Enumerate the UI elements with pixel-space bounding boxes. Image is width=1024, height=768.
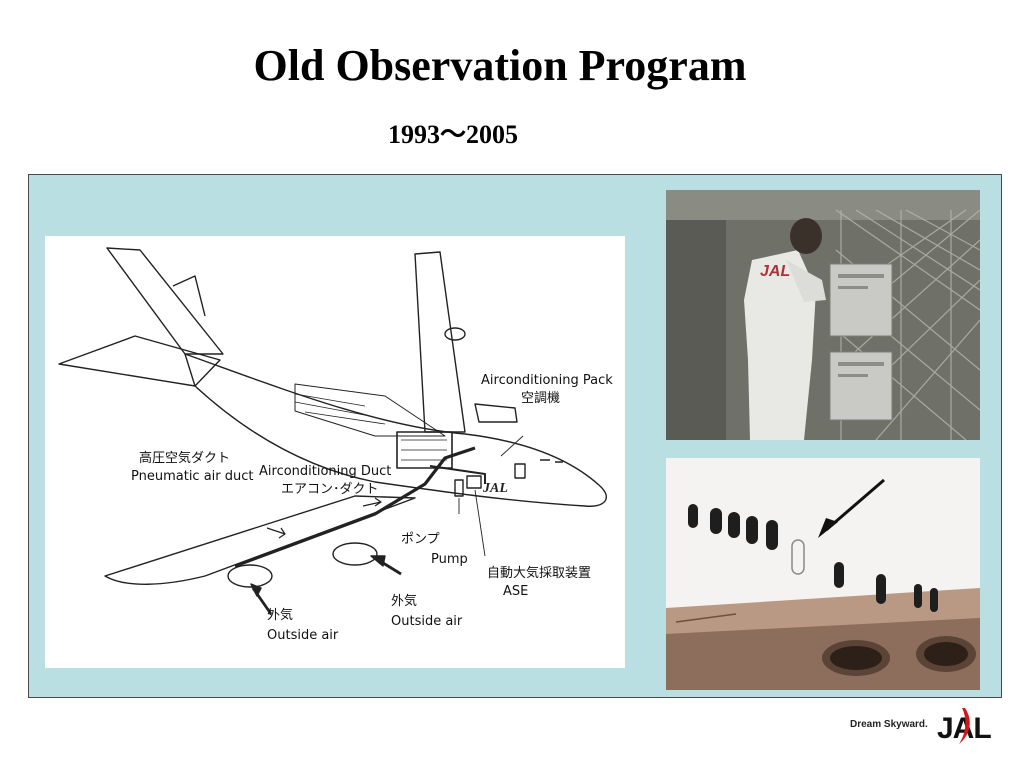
label-outside-right-en: Outside air: [391, 614, 463, 629]
vertical-stabilizer: [106, 247, 224, 355]
label-ac-pack-jp: 空調機: [521, 391, 561, 406]
horizontal-stabilizer: [58, 335, 221, 387]
jal-logo-text: JAL: [937, 712, 991, 745]
aircraft-line-drawing: JAL: [58, 247, 607, 615]
upper-engine: [474, 403, 518, 423]
technician-figure: [744, 250, 816, 440]
jacket-logo: JAL: [760, 263, 790, 280]
upper-wing: [414, 251, 466, 433]
label-pneumatic-en: Pneumatic air duct: [131, 469, 254, 484]
label-pump-en: Pump: [431, 552, 468, 567]
jal-logo-accent: [959, 708, 970, 744]
slide-subtitle: 1993～2005: [388, 120, 519, 149]
ase-box: [466, 475, 482, 489]
label-ase-jp: 自動大気採取装置: [487, 566, 592, 581]
aircraft-diagram: JAL Airconditioning Pack 空調機 高圧空気ダクト Pne…: [45, 236, 625, 668]
engine-left: [227, 564, 273, 588]
photo-fuselage-exterior: [666, 458, 980, 690]
engine-right: [332, 542, 378, 566]
label-outside-right-jp: 外気: [391, 594, 418, 609]
slide-title: Old Observation Program: [253, 41, 747, 90]
label-pneumatic-jp: 高圧空気ダクト: [139, 451, 231, 466]
pump-box: [454, 479, 464, 497]
label-ac-duct-jp: エアコン･ダクト: [281, 482, 379, 497]
label-ase-en: ASE: [503, 584, 529, 599]
lower-wing: [104, 495, 416, 585]
photo-technician-cargo-hold: JAL: [666, 190, 980, 440]
fuselage-outline: [184, 353, 607, 507]
ac-pack-unit: [396, 431, 453, 469]
jal-logo: JAL: [937, 706, 1009, 751]
air-intake-port: [791, 539, 805, 575]
label-outside-left-jp: 外気: [267, 608, 294, 623]
label-outside-left-en: Outside air: [267, 628, 339, 643]
label-pump-jp: ポンプ: [401, 532, 440, 547]
air-duct-line: [234, 446, 476, 568]
label-ac-duct-en: Airconditioning Duct: [259, 464, 392, 479]
fuselage-logo: JAL: [482, 481, 508, 496]
footer-slogan: Dream Skyward.: [850, 719, 928, 730]
label-ac-pack-en: Airconditioning Pack: [481, 373, 613, 388]
